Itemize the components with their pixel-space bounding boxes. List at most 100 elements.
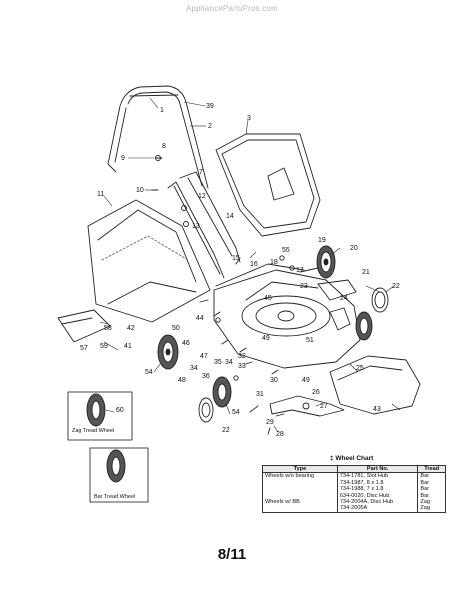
part-7: 7 xyxy=(199,169,203,176)
part-49b: 49 xyxy=(302,377,310,384)
cell-tread: Zag xyxy=(417,499,446,506)
hubcap-left xyxy=(198,397,214,423)
wheel-rear-left xyxy=(212,376,232,408)
part-21: 21 xyxy=(362,269,370,276)
part-25: 25 xyxy=(356,365,364,372)
wheel-rear-right xyxy=(355,311,373,341)
part-29: 29 xyxy=(266,419,274,426)
part-13: 13 xyxy=(192,223,200,230)
part-14: 14 xyxy=(226,213,234,220)
part-39: 39 xyxy=(206,103,214,110)
part-26: 26 xyxy=(312,389,320,396)
grass-bag xyxy=(87,199,211,323)
part-32: 32 xyxy=(238,353,246,360)
column-header-part-no: Part No. xyxy=(336,464,419,474)
wheel-front-left xyxy=(157,334,179,370)
part-54a: 54 xyxy=(145,369,153,376)
part-42: 42 xyxy=(127,325,135,332)
grass-bag-frame xyxy=(215,133,321,237)
part-9: 9 xyxy=(121,155,125,162)
part-18: 18 xyxy=(270,259,278,266)
table-row: Wheels w/ BB 734-2004A, Disc Hub Zag xyxy=(262,499,446,506)
blade xyxy=(269,395,345,417)
part-8: 8 xyxy=(162,143,166,150)
part-12: 12 xyxy=(198,193,206,200)
part-34a: 34 xyxy=(225,359,233,366)
part-47: 47 xyxy=(200,353,208,360)
table-row: Wheels w/o bearing 734-1781, Slot Hub Ba… xyxy=(262,472,446,480)
fasteners xyxy=(151,155,295,435)
part-36: 36 xyxy=(202,373,210,380)
table-row: 734-1988, 7 x 1.8 Bar xyxy=(262,486,446,493)
part-46: 46 xyxy=(182,340,190,347)
cell-part-no: 734-2004A, Disc Hub xyxy=(336,499,419,506)
column-header-type: Type xyxy=(262,464,338,474)
part-43: 43 xyxy=(373,406,381,413)
part-24: 24 xyxy=(340,295,348,302)
part-59: 59 xyxy=(100,343,108,350)
part-35: 35 xyxy=(214,359,222,366)
bar-tread-caption: Bar Tread Wheel xyxy=(94,494,135,500)
mower-deck xyxy=(213,263,361,369)
part-34b: 34 xyxy=(190,365,198,372)
part-3: 3 xyxy=(247,115,251,122)
cell-type xyxy=(262,505,338,513)
zag-tread-caption: Zag Tread Wheel xyxy=(72,428,114,434)
part-45: 45 xyxy=(264,295,272,302)
bar-tread-wheel xyxy=(89,447,149,503)
cell-tread: Bar xyxy=(417,492,446,500)
part-1: 1 xyxy=(160,107,164,114)
table-row: 734-2005A Zag xyxy=(262,505,446,513)
column-header-tread: Tread xyxy=(417,464,446,474)
part-15: 15 xyxy=(232,255,240,262)
part-55: 55 xyxy=(282,247,290,254)
cell-tread: Bar xyxy=(417,479,446,487)
part-31: 31 xyxy=(256,391,264,398)
part-50: 50 xyxy=(172,325,180,332)
part-60: 60 xyxy=(116,407,124,414)
part-49a: 49 xyxy=(262,335,270,342)
part-17: 17 xyxy=(296,267,304,274)
part-54b: 54 xyxy=(232,409,240,416)
part-28: 28 xyxy=(276,431,284,438)
table-header-row: Type Part No. Tread xyxy=(262,464,446,474)
upper-handle xyxy=(107,85,209,189)
part-19: 19 xyxy=(318,237,326,244)
part-33: 33 xyxy=(238,363,246,370)
table-row: 734-1987, 8 x 1.8 Bar xyxy=(262,479,446,487)
cell-part-no: 634-0020, Disc Hub xyxy=(336,492,419,500)
side-chute xyxy=(57,309,111,343)
zag-tread-wheel xyxy=(67,391,133,441)
part-57: 57 xyxy=(80,345,88,352)
lower-handle xyxy=(167,171,241,279)
part-51: 51 xyxy=(306,337,314,344)
part-20: 20 xyxy=(350,245,358,252)
cell-part-no: 734-1781, Slot Hub xyxy=(336,472,419,480)
part-58: 58 xyxy=(104,325,112,332)
cell-type: Wheels w/o bearing xyxy=(262,472,338,480)
watermark: AppliancePartsPros.com xyxy=(186,4,278,13)
wheel-chart-title: ‡ Wheel Chart xyxy=(330,455,374,462)
part-30: 30 xyxy=(270,377,278,384)
part-11: 11 xyxy=(97,191,104,198)
page-number: 8/11 xyxy=(217,546,247,563)
part-16: 16 xyxy=(250,261,258,268)
cell-tread: Bar xyxy=(417,486,446,493)
wheel-front-right xyxy=(316,245,336,279)
part-10: 10 xyxy=(136,187,144,194)
rear-skirt xyxy=(329,355,421,415)
cell-part-no: 734-1988, 7 x 1.8 xyxy=(336,486,419,493)
hubcap-right xyxy=(371,287,389,313)
part-22a: 22 xyxy=(392,283,400,290)
cell-part-no: 734-1987, 8 x 1.8 xyxy=(336,479,419,487)
part-27: 27 xyxy=(320,403,328,410)
cell-tread: Bar xyxy=(417,472,446,480)
table-row: 634-0020, Disc Hub Bar xyxy=(262,492,446,500)
part-48: 48 xyxy=(178,377,186,384)
part-2: 2 xyxy=(208,123,212,130)
part-22b: 22 xyxy=(222,427,230,434)
cell-tread: Zag xyxy=(417,505,446,513)
part-41: 41 xyxy=(124,343,132,350)
wheel-chart-table: Type Part No. Tread Wheels w/o bearing 7… xyxy=(262,464,446,513)
